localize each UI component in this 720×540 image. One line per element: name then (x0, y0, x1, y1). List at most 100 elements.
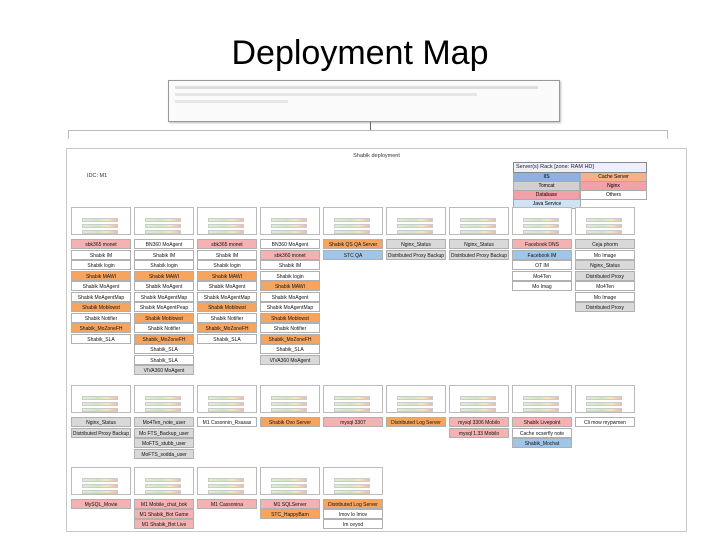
server-panel-header (261, 208, 319, 210)
service-box: Mo Image (575, 291, 635, 302)
legend-row: Database Others (513, 191, 647, 200)
usage-graph (271, 224, 307, 228)
server-panel-header (576, 208, 634, 210)
usage-graph (523, 230, 559, 234)
server-panel (260, 207, 320, 235)
usage-graph (208, 224, 244, 228)
usage-graph (208, 490, 244, 494)
service-box: Nginx_Status (71, 417, 131, 427)
usage-graph (586, 408, 622, 412)
server-panel (71, 207, 131, 235)
idc-label: IDC: M1 (87, 173, 108, 179)
diagram-title: Shabik deployment (353, 153, 400, 159)
service-box: Mo FTS_Backup_user (134, 427, 194, 438)
service-box: Shabik login (71, 260, 131, 270)
usage-graph (271, 484, 307, 488)
usage-graph (145, 484, 181, 488)
server-panel (386, 207, 446, 235)
legend-row: Tomcat Nginx (513, 182, 647, 191)
usage-graph (586, 402, 622, 406)
legend-cell: IIS (513, 173, 580, 182)
usage-graph (523, 218, 559, 222)
usage-graph (82, 402, 118, 406)
usage-graph (460, 396, 496, 400)
usage-graph (208, 402, 244, 406)
service-box: mysql 3306 Mobilo (449, 417, 509, 427)
service-box: Shabik Moblowst (134, 312, 194, 323)
service-box: Shabik_Mochat (512, 438, 572, 448)
server-panel (134, 385, 194, 413)
server-panel-header (324, 468, 382, 470)
usage-graph (271, 402, 307, 406)
server-panel (197, 467, 257, 495)
server-panel-header (513, 386, 571, 388)
usage-graph (271, 478, 307, 482)
usage-graph (334, 224, 370, 228)
service-box: Mo Image (575, 249, 635, 260)
service-box: M1 Cssonnin_Rsasas (197, 417, 257, 427)
usage-graph (145, 408, 181, 412)
service-box: M1 Shabik_Bot Game (134, 509, 194, 519)
service-box: Shabik MoAgent (197, 281, 257, 291)
server-panel (575, 207, 635, 235)
legend: Server(s) Rack [zone: RAM HD] IIS Cache … (513, 162, 647, 209)
server-panel-header (513, 208, 571, 210)
service-box: Shabik login (260, 270, 320, 281)
usage-graph (460, 218, 496, 222)
service-box: mysql 3307 (323, 417, 383, 427)
server-panel-header (198, 386, 256, 388)
usage-graph (334, 218, 370, 222)
usage-graph (334, 484, 370, 488)
server-panel (134, 207, 194, 235)
usage-graph (145, 224, 181, 228)
usage-graph (460, 230, 496, 234)
usage-graph (208, 218, 244, 222)
usage-graph (208, 484, 244, 488)
usage-graph (523, 408, 559, 412)
service-box: Shabik MoAgentMap (71, 291, 131, 302)
usage-graph (586, 230, 622, 234)
usage-graph (82, 396, 118, 400)
usage-graph (271, 218, 307, 222)
service-box: Shabik MoAgentPeap (134, 302, 194, 312)
service-box: BN360 MoAgent (260, 239, 320, 249)
usage-graph (208, 408, 244, 412)
service-box: Imov lo Imov (323, 509, 383, 519)
server-panel (575, 385, 635, 413)
service-box: Shabik_SLA (260, 344, 320, 354)
usage-graph (523, 224, 559, 228)
service-box: Mo4Ten (575, 281, 635, 291)
server-panel-header (135, 386, 193, 388)
server-panel (71, 467, 131, 495)
service-box: Distributed Proxy Backup (71, 427, 131, 438)
server-panel (323, 467, 383, 495)
service-box: Shabik Notifier (71, 312, 131, 323)
service-box: Shabik MoAgent (71, 281, 131, 291)
usage-graph (334, 402, 370, 406)
page-title: Deployment Map (231, 34, 489, 72)
service-box: Shabik MoAgentMap (197, 291, 257, 302)
usage-graph (271, 230, 307, 234)
service-box: Shabik Ovo Server (260, 417, 320, 427)
service-box: Shabik MAWI (260, 281, 320, 291)
service-box: Distributed Log Server (323, 499, 383, 509)
service-box: Mo4Ten_note_user (134, 417, 194, 427)
server-panel (512, 207, 572, 235)
server-panel (323, 207, 383, 235)
usage-graph (271, 396, 307, 400)
service-box: sbk360 monet (260, 249, 320, 260)
legend-cell: Nginx (580, 182, 647, 191)
usage-graph (397, 396, 433, 400)
usage-graph (82, 218, 118, 222)
service-box: STC QA (323, 249, 383, 260)
server-panel-header (261, 386, 319, 388)
service-box: Distributed Proxy (575, 270, 635, 281)
usage-graph (397, 218, 433, 222)
service-box: Nginx_Status (449, 239, 509, 249)
legend-row: IIS Cache Server (513, 173, 647, 182)
server-panel-header (450, 386, 508, 388)
note-connector (370, 122, 371, 130)
service-box: Shabik Notifier (134, 323, 194, 333)
server-panel-header (576, 386, 634, 388)
service-box: Distributed Proxy Backup (449, 249, 509, 260)
